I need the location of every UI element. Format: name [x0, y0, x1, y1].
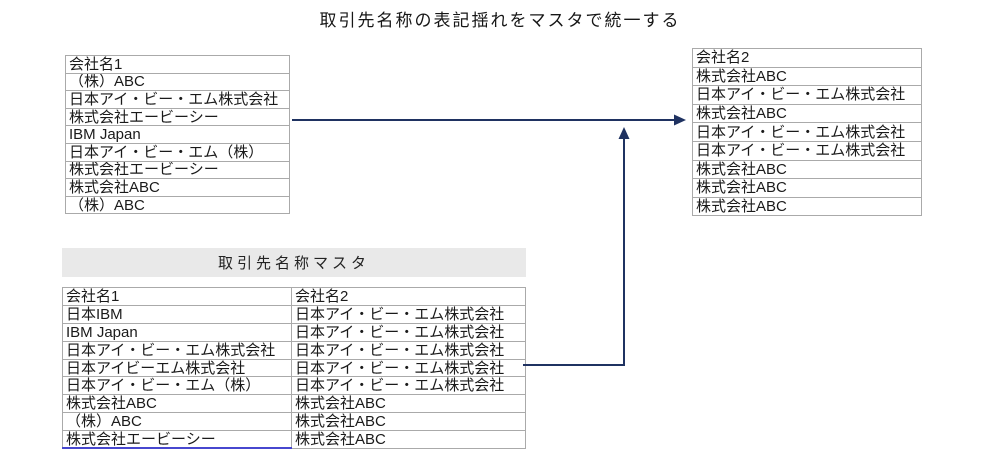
master-table-bottom-highlight: [62, 447, 292, 449]
master-table-row: 日本アイ・ビー・エム（株） 日本アイ・ビー・エム株式会社: [62, 376, 526, 396]
master-table-title: 取引先名称マスタ: [62, 248, 526, 277]
master-table-row: 株式会社エービーシー 株式会社ABC: [62, 430, 526, 450]
result-table-row: 日本アイ・ビー・エム株式会社: [692, 85, 922, 105]
master-cell-col2: 日本アイ・ビー・エム株式会社: [291, 340, 526, 360]
master-cell-col1: 株式会社ABC: [62, 394, 292, 414]
arrowhead-up-icon: [618, 127, 630, 139]
master-cell-col1: （株）ABC: [62, 412, 292, 432]
master-cell-col1: 日本アイビーエム株式会社: [62, 358, 292, 378]
result-table-row: 株式会社ABC: [692, 159, 922, 180]
master-cell-col1: IBM Japan: [62, 322, 292, 342]
master-table-row: 日本IBM 日本アイ・ビー・エム株式会社: [62, 304, 526, 324]
result-table-row: 日本アイ・ビー・エム株式会社: [692, 140, 922, 161]
source-table-row: 株式会社エービーシー: [65, 107, 290, 127]
master-table-header-col2: 会社名2: [291, 287, 526, 306]
master-table-header-col1: 会社名1: [62, 287, 292, 306]
master-table-row: 株式会社ABC 株式会社ABC: [62, 394, 526, 414]
result-table-row: 株式会社ABC: [692, 66, 922, 87]
arrowhead-right-icon: [674, 114, 686, 126]
master-cell-col2: 日本アイ・ビー・エム株式会社: [291, 376, 526, 396]
master-table: 会社名1 会社名2 日本IBM 日本アイ・ビー・エム株式会社 IBM Japan…: [62, 287, 526, 450]
result-table-row: 株式会社ABC: [692, 103, 922, 124]
master-cell-col1: 日本IBM: [62, 304, 292, 324]
source-table: 会社名1 （株）ABC 日本アイ・ビー・エム株式会社 株式会社エービーシー IB…: [65, 55, 290, 215]
arrow-master-to-result: [523, 127, 630, 366]
master-cell-col2: 株式会社ABC: [291, 394, 526, 414]
arrow-source-to-result: [292, 114, 686, 126]
result-table-row: 日本アイ・ビー・エム株式会社: [692, 122, 922, 142]
master-table-row: 日本アイビーエム株式会社 日本アイ・ビー・エム株式会社: [62, 358, 526, 378]
source-table-header: 会社名1: [65, 55, 290, 74]
master-table-header-row: 会社名1 会社名2: [62, 287, 526, 306]
master-cell-col2: 日本アイ・ビー・エム株式会社: [291, 322, 526, 342]
master-cell-col2: 株式会社ABC: [291, 430, 526, 450]
master-table-row: 日本アイ・ビー・エム株式会社 日本アイ・ビー・エム株式会社: [62, 340, 526, 360]
source-table-row: 日本アイ・ビー・エム（株）: [65, 142, 290, 162]
source-table-row: （株）ABC: [65, 195, 290, 215]
master-cell-col1: 日本アイ・ビー・エム（株）: [62, 376, 292, 396]
master-cell-col2: 株式会社ABC: [291, 412, 526, 432]
master-table-row: IBM Japan 日本アイ・ビー・エム株式会社: [62, 322, 526, 342]
master-table-row: （株）ABC 株式会社ABC: [62, 412, 526, 432]
source-table-row: 株式会社エービーシー: [65, 160, 290, 180]
master-cell-col2: 日本アイ・ビー・エム株式会社: [291, 358, 526, 378]
result-table-row: 株式会社ABC: [692, 178, 922, 198]
master-cell-col1: 日本アイ・ビー・エム株式会社: [62, 340, 292, 360]
result-table: 会社名2 株式会社ABC 日本アイ・ビー・エム株式会社 株式会社ABC 日本アイ…: [692, 48, 922, 217]
master-cell-col2: 日本アイ・ビー・エム株式会社: [291, 304, 526, 324]
source-table-row: 日本アイ・ビー・エム株式会社: [65, 90, 290, 109]
page-title: 取引先名称の表記揺れをマスタで統一する: [319, 11, 681, 30]
result-table-row: 株式会社ABC: [692, 196, 922, 217]
source-table-row: 株式会社ABC: [65, 178, 290, 197]
result-table-header: 会社名2: [692, 48, 922, 68]
source-table-row: （株）ABC: [65, 72, 290, 92]
source-table-row: IBM Japan: [65, 125, 290, 144]
